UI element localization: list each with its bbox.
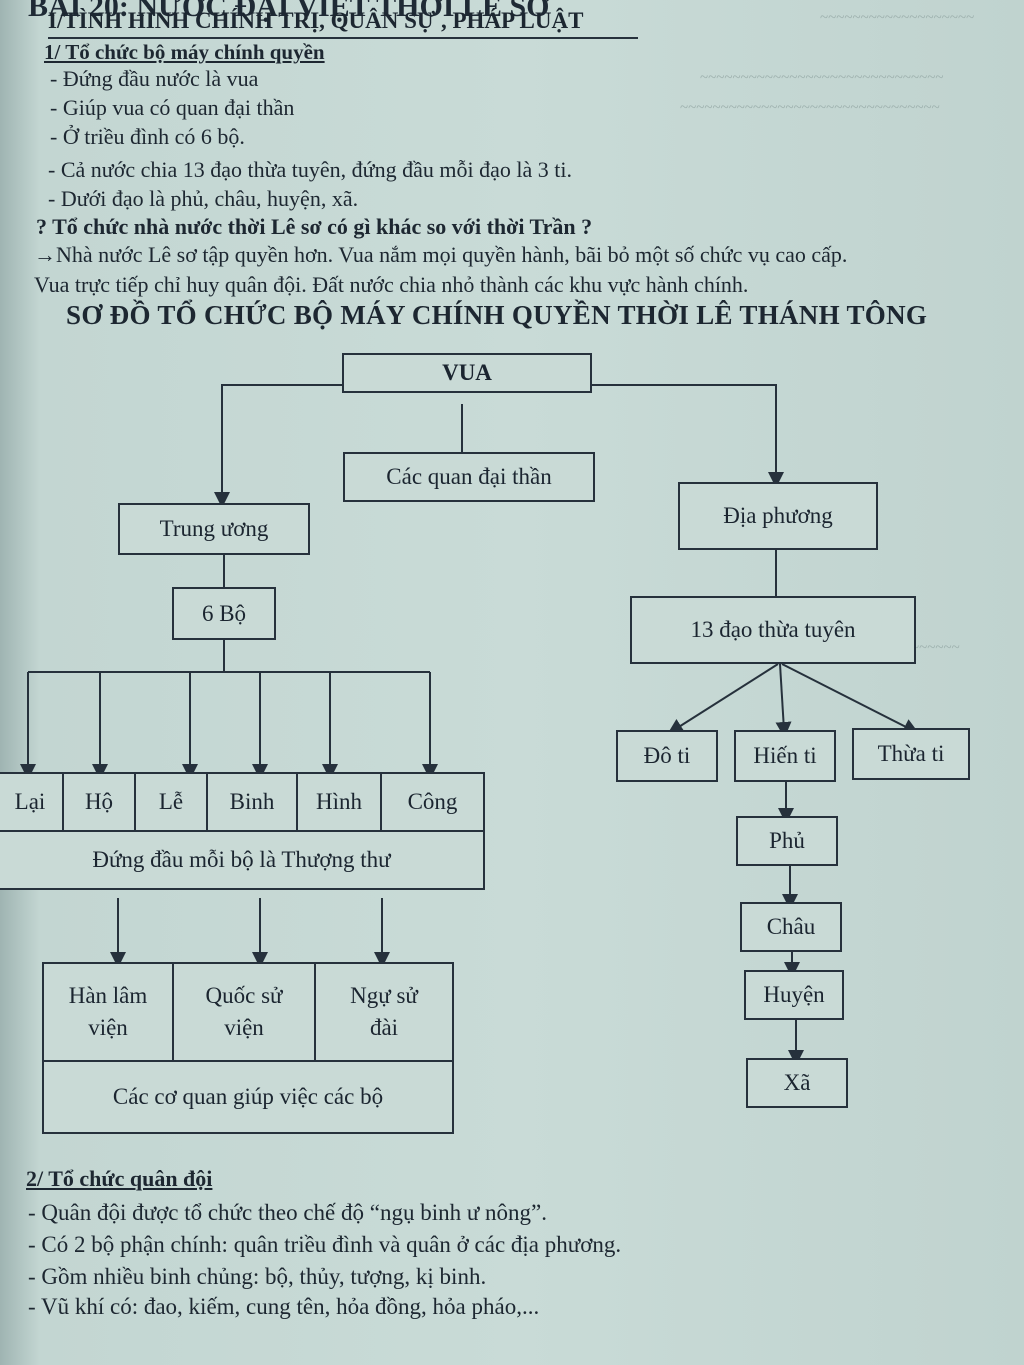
bo-head-caption: Đứng đầu mỗi bộ là Thượng thư <box>92 847 391 872</box>
co-quan-table: Hàn lâm viện Quốc sử viện Ngự sử đài Các… <box>42 962 454 1134</box>
table-divider <box>44 1060 452 1062</box>
bleed-through-text: ~~~~~~~~~~~~~~~~~~~ <box>820 10 975 26</box>
diagram-title: SƠ ĐỒ TỔ CHỨC BỘ MÁY CHÍNH QUYỀN THỜI LÊ… <box>66 300 928 330</box>
section-2-heading: 2/ Tổ chức quân đội <box>26 1166 213 1191</box>
bo-cell-lai: Lại <box>14 789 46 814</box>
section-1-heading: I/TÌNH HÌNH CHÍNH TRỊ, QUÂN SỰ , PHÁP LU… <box>48 8 584 33</box>
han-lam-vien-cell: Hàn lâm viện <box>68 983 148 1040</box>
quoc-su-vien-cell: Quốc sử viện <box>172 964 314 1060</box>
bullet-line: - Đứng đầu nước là vua <box>50 66 259 91</box>
thua-ti-box: Thừa ti <box>852 728 970 780</box>
table-divider <box>0 830 483 832</box>
bo-cell-hinh: Hình <box>296 774 380 830</box>
bullet-line: - Cả nước chia 13 đạo thừa tuyên, đứng đ… <box>48 157 572 182</box>
question-line: ? Tổ chức nhà nước thời Lê sơ có gì khác… <box>36 214 593 239</box>
do-ti-box: Đô ti <box>616 730 718 782</box>
phu-box: Phủ <box>736 816 838 866</box>
answer-line: →Nhà nước Lê sơ tập quyền hơn. Vua nắm m… <box>34 242 848 267</box>
bo-cell-ho: Hộ <box>62 774 134 830</box>
bullet-line: - Có 2 bộ phận chính: quân triều đình và… <box>28 1232 622 1257</box>
bleed-through-text: ~~~~~~~~~~~~~~~~~~~~~~~~~~~~~~~~ <box>680 100 940 116</box>
hien-ti-box: Hiến ti <box>734 730 836 782</box>
bullet-line: - Giúp vua có quan đại thần <box>50 95 295 120</box>
subsection-1-heading: 1/ Tổ chức bộ máy chính quyền <box>44 40 325 64</box>
dao-thua-tuyen-box: 13 đạo thừa tuyên <box>630 596 916 664</box>
bo-table: Lại Hộ Lễ Binh Hình Công Đứng đầu mỗi bộ… <box>0 772 485 890</box>
bullet-line: - Gồm nhiều binh chủng: bộ, thủy, tượng,… <box>28 1264 487 1289</box>
bo-cell-cong: Công <box>380 774 483 830</box>
answer-line: Vua trực tiếp chỉ huy quân đội. Đất nước… <box>34 272 749 297</box>
dia-phuong-box: Địa phương <box>678 482 878 550</box>
vua-box: VUA <box>342 353 592 393</box>
huyen-box: Huyện <box>744 970 844 1020</box>
bullet-line: - Ở triều đình có 6 bộ. <box>50 124 245 149</box>
heading-underline <box>48 37 638 39</box>
bleed-through-text: ~~~~~~~~~~~~~~~~~~~~~~~~~~~~~~ <box>700 70 944 86</box>
lesson-title: BÀI 20: NƯỚC ĐẠI VIỆT THỜI LÊ SƠ <box>28 0 550 23</box>
bullet-line: - Quân đội được tổ chức theo chế độ “ngụ… <box>28 1200 548 1225</box>
bo-cell-le: Lễ <box>134 774 206 830</box>
dai-than-box: Các quan đại thần <box>343 452 595 502</box>
trung-uong-box: Trung ương <box>118 503 310 555</box>
ngu-su-dai-cell: Ngự sử đài <box>314 964 452 1060</box>
chau-box: Châu <box>740 902 842 952</box>
bo-cell-binh: Binh <box>206 774 296 830</box>
bullet-line: - Dưới đạo là phủ, châu, huyện, xã. <box>48 186 359 211</box>
sau-bo-box: 6 Bộ <box>172 587 276 640</box>
co-quan-caption: Các cơ quan giúp việc các bộ <box>112 1084 384 1109</box>
xa-box: Xã <box>746 1058 848 1108</box>
bullet-line: - Vũ khí có: đao, kiếm, cung tên, hỏa đồ… <box>28 1294 540 1319</box>
